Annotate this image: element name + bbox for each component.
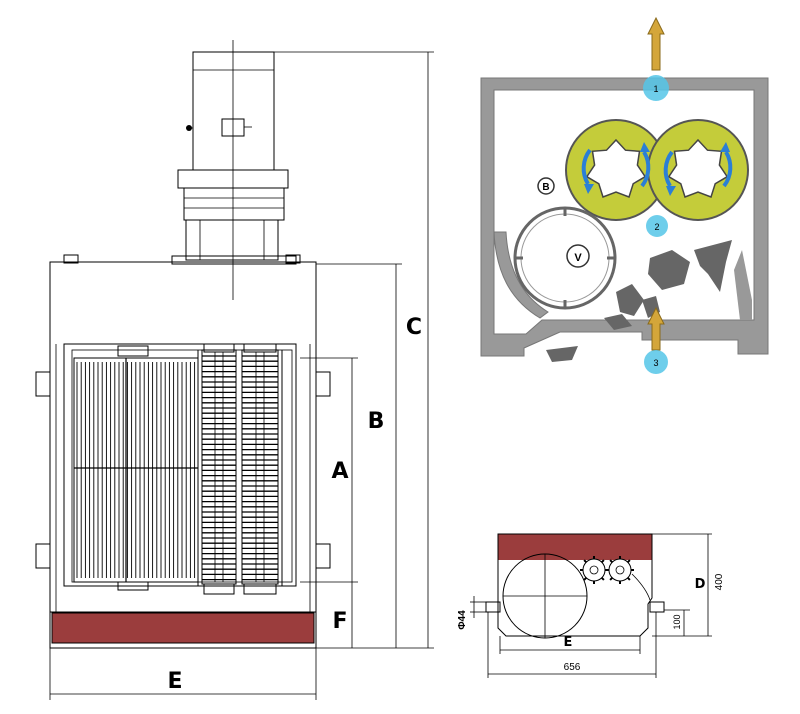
small-mark-label: B bbox=[542, 182, 549, 193]
dimension-label-a: A bbox=[331, 459, 348, 484]
dimension-lines bbox=[49, 51, 434, 700]
dimension-label-c: C bbox=[406, 315, 422, 340]
step-label-first: 1 bbox=[653, 84, 658, 94]
dimension-label-e: E bbox=[167, 669, 182, 694]
large-rotor: V bbox=[513, 206, 617, 310]
exit-arrow: 1 bbox=[643, 16, 669, 101]
middle-dot: 2 bbox=[646, 215, 668, 237]
plan-gears bbox=[580, 556, 634, 584]
step-label-third: 3 bbox=[653, 358, 658, 368]
inlet-arrow: 3 bbox=[644, 306, 668, 374]
dimension-label-b: B bbox=[368, 409, 385, 434]
plan-view: E D 656 400 Φ44 100 bbox=[457, 533, 725, 678]
base-band bbox=[51, 612, 315, 644]
plan-label-height-value: 400 bbox=[714, 573, 725, 590]
cutter-stack bbox=[197, 343, 283, 595]
plan-label-offset: 100 bbox=[672, 614, 682, 629]
cutter-right-hub bbox=[667, 138, 729, 198]
plan-label-shaft-dia: Φ44 bbox=[457, 610, 468, 630]
dimension-label-f: F bbox=[332, 609, 347, 634]
gearbox bbox=[171, 169, 297, 265]
front-view: A B C F E bbox=[35, 40, 434, 700]
curved-guide bbox=[493, 231, 549, 319]
cutter-right bbox=[647, 119, 749, 221]
plan-band bbox=[498, 534, 652, 560]
plan-label-depth: D bbox=[695, 577, 706, 592]
main-body bbox=[35, 254, 331, 649]
plan-label-overall-width: 656 bbox=[564, 662, 581, 673]
cutter-left-hub bbox=[585, 138, 647, 198]
large-rotor-symbol: V bbox=[574, 252, 582, 264]
screen-grille bbox=[73, 345, 199, 591]
step-label-second: 2 bbox=[654, 222, 659, 232]
plan-label-width: E bbox=[564, 635, 573, 650]
section-view: V B 1 2 3 bbox=[480, 16, 769, 374]
small-mark: B bbox=[537, 177, 555, 195]
debris bbox=[546, 240, 732, 362]
